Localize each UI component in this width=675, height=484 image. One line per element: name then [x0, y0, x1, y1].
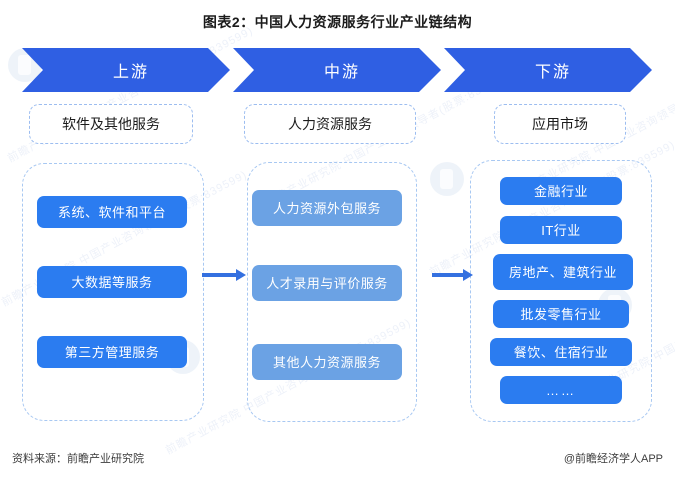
group-container-midstream — [247, 162, 417, 422]
downstream-item[interactable]: …… — [500, 376, 622, 404]
subheader-upstream-label: 软件及其他服务 — [62, 116, 160, 132]
downstream-item[interactable]: 金融行业 — [500, 177, 622, 205]
page-title: 图表2：中国人力资源服务行业产业链结构 — [202, 14, 473, 30]
stage-upstream[interactable]: 上游 — [22, 48, 230, 92]
upstream-item-label: 大数据等服务 — [71, 274, 153, 290]
midstream-item-label: 其他人力资源服务 — [272, 354, 381, 370]
footer-source: 资料来源：前瞻产业研究院 — [12, 453, 144, 465]
upstream-item[interactable]: 大数据等服务 — [37, 266, 187, 298]
downstream-item-label: IT行业 — [541, 222, 581, 238]
midstream-item[interactable]: 人才录用与评价服务 — [252, 265, 402, 301]
subheader-midstream-label: 人力资源服务 — [288, 116, 372, 132]
upstream-item-label: 系统、软件和平台 — [57, 204, 166, 220]
midstream-item[interactable]: 人力资源外包服务 — [252, 190, 402, 226]
stage-downstream-label: 下游 — [534, 64, 571, 81]
downstream-item-label: 批发零售行业 — [520, 306, 602, 322]
downstream-item[interactable]: 批发零售行业 — [493, 300, 629, 328]
midstream-item-label: 人才录用与评价服务 — [266, 275, 388, 291]
stage-midstream-label: 中游 — [323, 64, 360, 81]
subheader-midstream[interactable]: 人力资源服务 — [244, 104, 416, 144]
stage-midstream[interactable]: 中游 — [233, 48, 441, 92]
subheader-downstream[interactable]: 应用市场 — [494, 104, 626, 144]
midstream-item[interactable]: 其他人力资源服务 — [252, 344, 402, 380]
watermark-text: 前瞻产业研究院 中国产业咨询领导者(股票:839599) — [5, 24, 256, 166]
footer-brand: @前瞻经济学人APP — [563, 453, 663, 465]
downstream-item-label: 房地产、建筑行业 — [508, 264, 617, 280]
watermark-logo — [430, 162, 464, 196]
upstream-item-label: 第三方管理服务 — [64, 344, 160, 360]
stage-band: 上游 中游 下游 — [22, 48, 652, 92]
downstream-item[interactable]: IT行业 — [500, 216, 622, 244]
downstream-item-label: 餐饮、住宿行业 — [513, 344, 609, 360]
downstream-item-label: …… — [546, 382, 576, 398]
downstream-item-label: 金融行业 — [533, 183, 588, 199]
upstream-item[interactable]: 第三方管理服务 — [37, 336, 187, 368]
stage-downstream[interactable]: 下游 — [444, 48, 652, 92]
group-container-upstream — [22, 163, 204, 421]
subheader-downstream-label: 应用市场 — [532, 116, 588, 132]
upstream-item[interactable]: 系统、软件和平台 — [37, 196, 187, 228]
group-container-downstream — [470, 160, 652, 422]
midstream-item-label: 人力资源外包服务 — [272, 200, 381, 216]
arrow-right-icon — [202, 269, 247, 281]
downstream-item[interactable]: 餐饮、住宿行业 — [490, 338, 632, 366]
downstream-item[interactable]: 房地产、建筑行业 — [493, 254, 633, 290]
stage-upstream-label: 上游 — [112, 64, 149, 81]
arrow-right-icon — [432, 269, 474, 281]
subheader-upstream[interactable]: 软件及其他服务 — [29, 104, 193, 144]
